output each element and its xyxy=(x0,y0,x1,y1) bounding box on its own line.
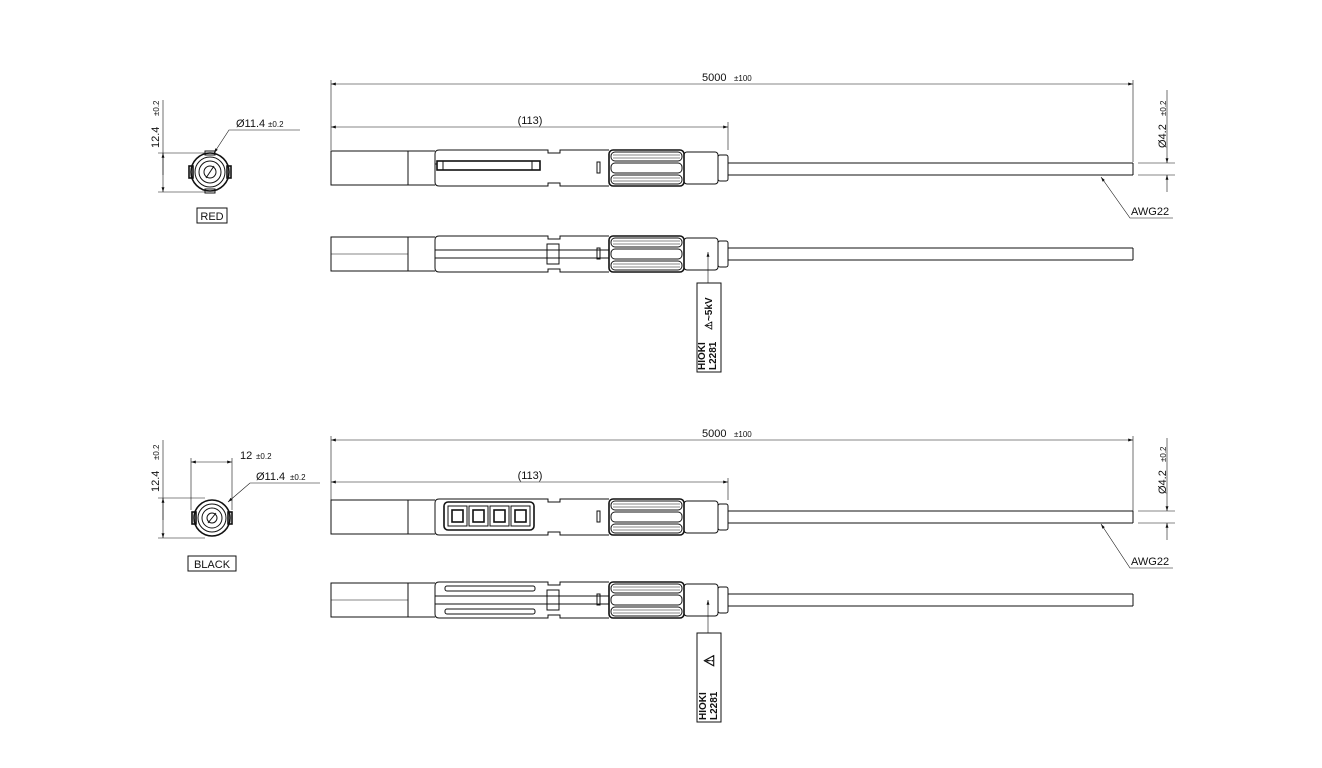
red-plug-length-dim: (113) xyxy=(518,115,543,127)
black-height-tol: ±0.2 xyxy=(152,444,161,460)
label-rating: ⚠~5kV xyxy=(704,297,715,330)
red-height-tol: ±0.2 xyxy=(152,100,161,116)
red-product-label: HIOKI L2281 ⚠~5kV xyxy=(696,282,722,373)
red-diameter-dim: Ø11.4 xyxy=(236,118,265,130)
red-diameter-tol: ±0.2 xyxy=(268,120,284,129)
label-warning-symbol: ⚠ xyxy=(701,654,717,667)
label-model: L2281 xyxy=(708,341,719,370)
black-product-label: HIOKI L2281 ⚠ xyxy=(696,632,722,723)
red-plug-side-view xyxy=(331,236,1134,272)
red-height-dim: 12.4 xyxy=(150,127,162,148)
black-diameter-dim: Ø11.4 xyxy=(256,471,285,483)
black-length-tol: ±100 xyxy=(734,430,752,439)
black-cable-diameter-dim: Ø4.2 xyxy=(1157,470,1169,494)
red-cable-diameter-dim: Ø4.2 xyxy=(1157,124,1169,148)
black-length-dim: 5000 xyxy=(702,428,726,440)
red-color-box xyxy=(196,207,228,224)
black-color-box xyxy=(187,555,237,572)
label-model: L2281 xyxy=(709,691,720,720)
black-variant: 12.4 ±0.2 12 ±0.2 Ø11.4 ±0.2 BLACK 5000 … xyxy=(150,428,1175,723)
red-cable-gauge: AWG22 xyxy=(1131,206,1169,218)
red-end-view xyxy=(188,150,232,194)
red-plug-top-view xyxy=(331,150,1134,186)
red-variant: 12.4 ±0.2 Ø11.4 ±0.2 RED 5000 ±100 (113) xyxy=(150,72,1175,373)
red-cable-diameter-tol: ±0.2 xyxy=(1159,100,1168,116)
black-diameter-tol: ±0.2 xyxy=(290,473,306,482)
black-color-label: BLACK xyxy=(194,559,231,571)
black-end-view xyxy=(191,499,233,537)
black-cable-gauge: AWG22 xyxy=(1131,556,1169,568)
black-width-tol: ±0.2 xyxy=(256,452,272,461)
red-color-label: RED xyxy=(200,211,223,223)
black-cable-diameter-tol: ±0.2 xyxy=(1159,446,1168,462)
black-width-dim: 12 xyxy=(240,450,252,462)
red-length-dim: 5000 xyxy=(702,72,726,84)
black-plug-side-view xyxy=(331,582,1134,618)
label-brand: HIOKI xyxy=(697,342,708,370)
black-plug-length-dim: (113) xyxy=(518,470,543,482)
black-height-dim: 12.4 xyxy=(150,471,162,492)
red-length-tol: ±100 xyxy=(734,74,752,83)
black-plug-top-view xyxy=(331,499,1134,535)
label-brand: HIOKI xyxy=(698,692,709,720)
